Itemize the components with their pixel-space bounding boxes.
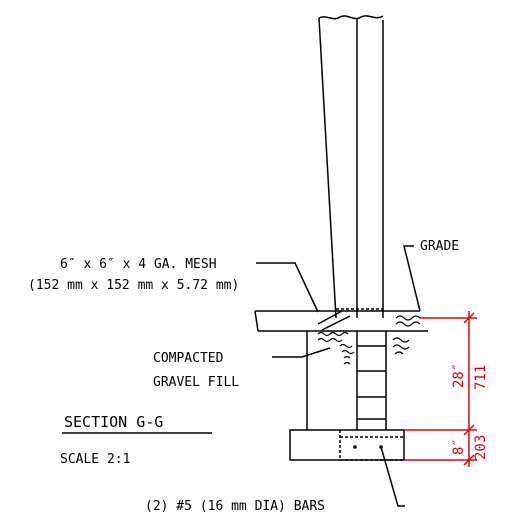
- footing-height-imperial: 8″: [451, 438, 467, 455]
- scale-label: SCALE 2:1: [60, 452, 130, 467]
- rebar-dots: [353, 445, 383, 449]
- mesh-leader: [256, 262, 351, 331]
- wall-height-imperial: 28″: [451, 363, 467, 388]
- bars-label: (2) #5 (16 mm DIA) BARS: [145, 499, 325, 514]
- post: [318, 15, 384, 319]
- grade-leader: [403, 245, 421, 312]
- dimension-lines: [404, 311, 477, 467]
- mesh-label-line2: (152 mm x 152 mm x 5.72 mm): [28, 278, 239, 293]
- foundation-wall: [306, 331, 387, 430]
- footing-height-metric: 203: [473, 435, 489, 460]
- wall-height-metric: 711: [473, 365, 489, 390]
- slab: [254, 308, 428, 332]
- mesh-label-line1: 6″ x 6″ x 4 GA. MESH: [60, 257, 217, 272]
- gravel-leader: [272, 347, 331, 358]
- grade-label: GRADE: [420, 239, 459, 254]
- section-title: SECTION G-G: [64, 413, 163, 431]
- bars-leader: [380, 446, 405, 507]
- soil-hatch: [392, 315, 421, 355]
- gravel-fill-label: GRAVEL FILL: [153, 375, 239, 390]
- footing: [289, 429, 405, 461]
- gravel-fill: [317, 331, 355, 365]
- compacted-label: COMPACTED: [153, 351, 224, 366]
